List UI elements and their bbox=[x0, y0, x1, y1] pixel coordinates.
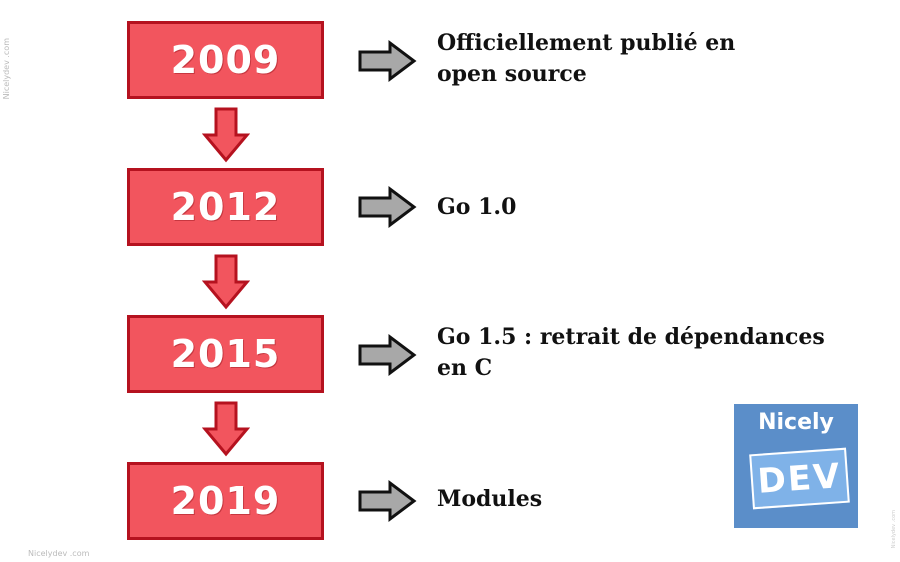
watermark-side: Nicelydev .com bbox=[2, 38, 11, 100]
logo-text-nicely: Nicely bbox=[758, 410, 834, 435]
description-2015: Go 1.5 : retrait de dépendances en C bbox=[437, 324, 825, 381]
watermark-right: Nicelydev .com bbox=[891, 510, 897, 549]
year-label: 2015 bbox=[170, 332, 281, 376]
down-arrow-icon bbox=[202, 107, 250, 163]
right-arrow-icon bbox=[358, 480, 417, 522]
year-box-2012: 2012 bbox=[127, 168, 324, 246]
logo-text-dev: DEV bbox=[756, 455, 843, 502]
year-box-2015: 2015 bbox=[127, 315, 324, 393]
nicelydev-logo: Nicely DEV bbox=[734, 404, 858, 528]
right-arrow-icon bbox=[358, 40, 417, 82]
right-arrow-icon bbox=[358, 334, 417, 376]
description-2019: Modules bbox=[437, 486, 543, 512]
logo-dev-badge: DEV bbox=[749, 447, 850, 510]
year-label: 2019 bbox=[170, 479, 281, 523]
right-arrow-icon bbox=[358, 186, 417, 228]
description-2009: Officiellement publié en open source bbox=[437, 30, 736, 87]
year-box-2019: 2019 bbox=[127, 462, 324, 540]
description-2012: Go 1.0 bbox=[437, 194, 517, 220]
year-label: 2009 bbox=[170, 38, 281, 82]
year-box-2009: 2009 bbox=[127, 21, 324, 99]
down-arrow-icon bbox=[202, 401, 250, 457]
year-label: 2012 bbox=[170, 185, 281, 229]
down-arrow-icon bbox=[202, 254, 250, 310]
watermark-bottom: Nicelydev .com bbox=[28, 549, 90, 558]
